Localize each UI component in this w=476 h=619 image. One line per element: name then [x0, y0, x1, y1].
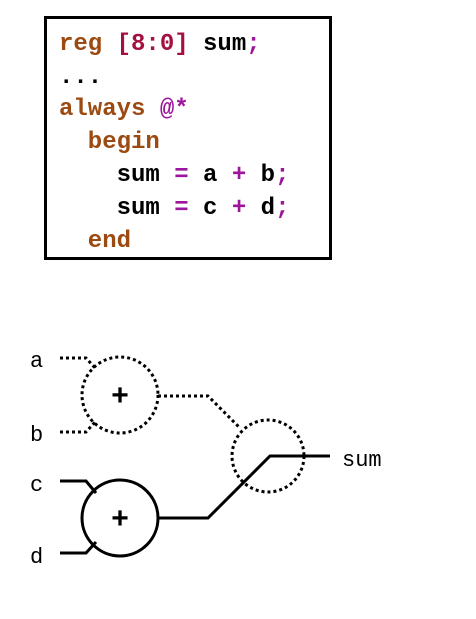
- code-token: ;: [246, 31, 261, 58]
- code-token: +: [231, 195, 247, 222]
- code-token: sum: [59, 162, 175, 189]
- code-token: ;: [275, 195, 290, 222]
- code-token: sum: [59, 195, 175, 222]
- code-token: reg: [59, 31, 117, 58]
- code-token: end: [59, 228, 132, 255]
- code-token: always: [59, 96, 160, 123]
- input-label-d: d: [30, 545, 44, 570]
- code-line: begin: [59, 129, 160, 157]
- wire-cd-to-sum: [158, 454, 330, 520]
- code-listing: reg [8:0] sum;... always @* begin sum = a…: [44, 16, 332, 260]
- wire-c: [60, 479, 98, 494]
- code-token: =: [174, 162, 189, 189]
- code-line: reg [8:0] sum;: [59, 31, 261, 59]
- code-token: =: [174, 195, 189, 222]
- code-token: ...: [59, 64, 103, 91]
- code-line: sum = a + b;: [59, 162, 290, 190]
- adder-cd-symbol: +: [111, 502, 129, 535]
- code-line: always @*: [59, 96, 189, 124]
- code-token: ;: [275, 162, 290, 189]
- code-token: [8:0]: [116, 31, 189, 58]
- code-line: end: [59, 228, 131, 256]
- input-label-c: c: [30, 473, 44, 498]
- code-token: +: [231, 162, 247, 189]
- code-token: @*: [159, 96, 189, 123]
- adder-ab-symbol: +: [111, 379, 129, 412]
- code-token: begin: [59, 129, 160, 156]
- input-label-a: a: [30, 349, 44, 374]
- output-label-sum: sum: [342, 448, 382, 473]
- code-line: ...: [59, 64, 102, 92]
- code-token: sum: [188, 31, 247, 58]
- code-token: c: [188, 195, 232, 222]
- wire-a-dotted: [60, 356, 98, 371]
- code-line: sum = c + d;: [59, 195, 290, 223]
- wire-ab-to-mux-dotted: [158, 394, 242, 430]
- code-token: d: [246, 195, 276, 222]
- code-token: b: [246, 162, 276, 189]
- wire-b-dotted: [60, 419, 98, 434]
- code-token: a: [188, 162, 232, 189]
- input-label-b: b: [30, 423, 44, 448]
